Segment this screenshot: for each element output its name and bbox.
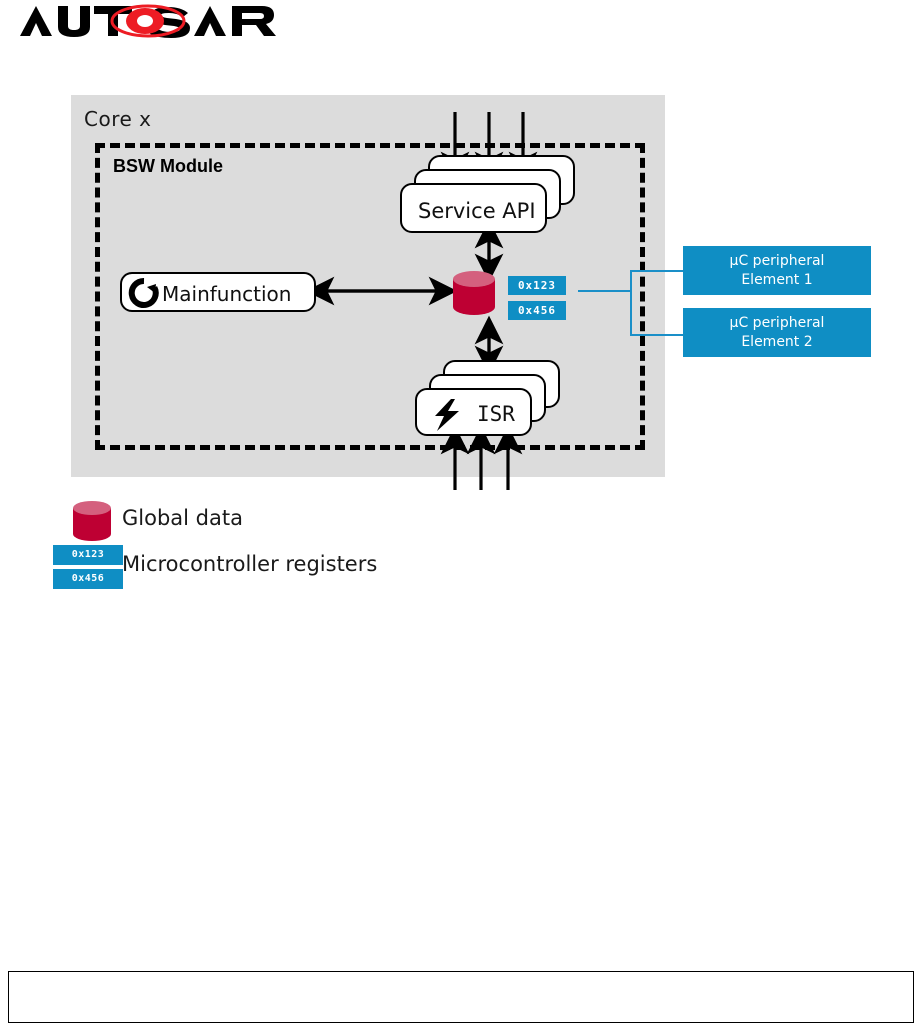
isr-stack[interactable]: ISR xyxy=(415,360,560,436)
bsw-module-label: BSW Module xyxy=(113,156,223,176)
mainfunction-box[interactable]: Mainfunction xyxy=(120,272,316,312)
peripheral-connector-branch-2 xyxy=(630,334,684,336)
peripheral-element-1-line1: µC peripheral xyxy=(729,252,825,269)
service-api-label: Service API xyxy=(418,199,536,223)
register-chip-1: 0x123 xyxy=(508,276,566,295)
peripheral-element-2-line2: Element 2 xyxy=(741,333,813,350)
autosar-red-o-mark xyxy=(110,4,186,38)
isr-card-front: ISR xyxy=(415,388,532,436)
peripheral-connector-horizontal-main xyxy=(578,290,632,292)
service-api-card-front: Service API xyxy=(400,183,547,233)
loop-arrow-icon xyxy=(128,277,159,308)
legend-registers-label: Microcontroller registers xyxy=(122,552,378,576)
legend-register-chip-1: 0x123 xyxy=(53,545,123,565)
autosar-logo xyxy=(20,4,276,38)
diagram-legend: Global data 0x123 0x456 Microcontroller … xyxy=(53,501,378,589)
cylinder-icon xyxy=(73,501,111,541)
legend-register-chip-2: 0x456 xyxy=(53,569,123,589)
cylinder-icon xyxy=(453,271,495,315)
footer-box xyxy=(8,971,914,1023)
bsw-module-diagram: Core x BSW Module xyxy=(71,95,871,490)
register-chip-2: 0x456 xyxy=(508,301,566,320)
peripheral-element-2-box[interactable]: µC peripheral Element 2 xyxy=(683,308,871,357)
peripheral-element-1-box[interactable]: µC peripheral Element 1 xyxy=(683,246,871,295)
mainfunction-label: Mainfunction xyxy=(162,282,292,306)
service-api-stack[interactable]: Service API xyxy=(400,155,575,233)
legend-global-data-label: Global data xyxy=(122,506,243,530)
peripheral-element-2-line1: µC peripheral xyxy=(729,314,825,331)
isr-label: ISR xyxy=(477,402,515,426)
core-panel-label: Core x xyxy=(84,107,152,131)
peripheral-connector-branch-1 xyxy=(630,270,684,272)
lightning-bolt-icon xyxy=(435,399,459,431)
bsw-module-container xyxy=(95,143,645,450)
peripheral-element-1-line2: Element 1 xyxy=(741,271,813,288)
peripheral-connector-vertical xyxy=(630,270,632,336)
